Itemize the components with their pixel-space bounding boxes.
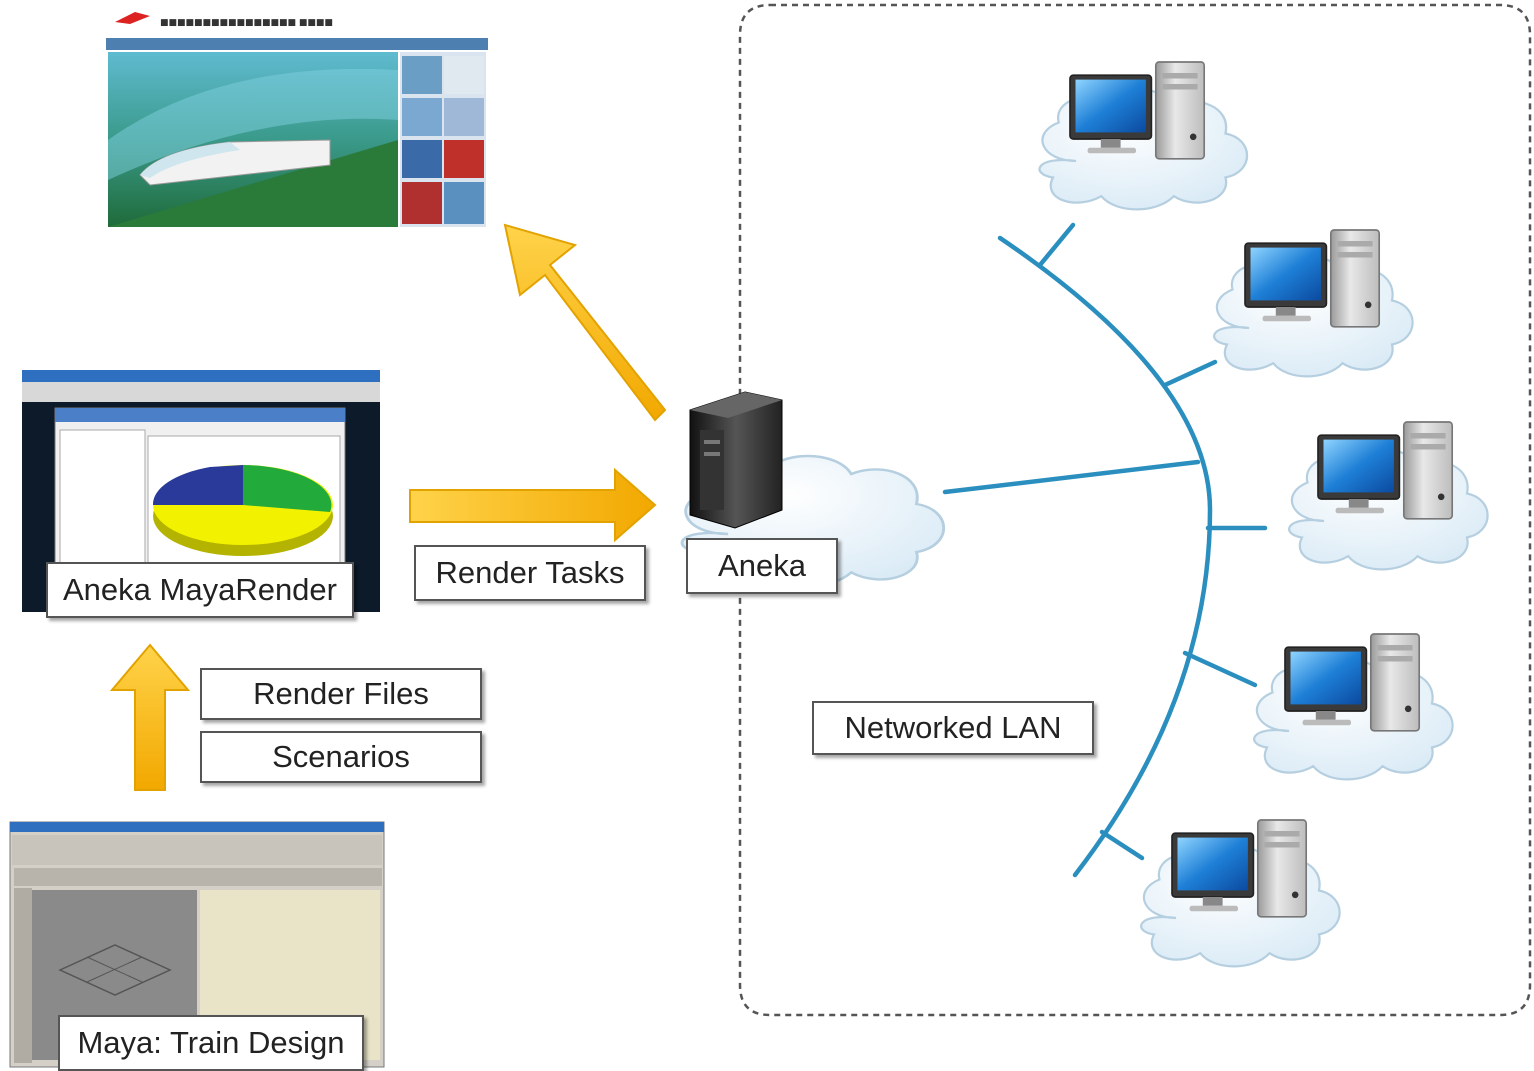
label-aneka: Aneka [686,538,838,594]
label-scenarios: Scenarios [200,731,482,783]
label-networked-lan: Networked LAN [812,701,1094,755]
workstation-1 [1038,61,1249,211]
network-boundary [738,3,1532,1017]
label-render-tasks: Render Tasks [414,545,646,601]
aneka-server-icon [689,391,783,529]
label-aneka-mayarender: Aneka MayaRender [46,562,354,618]
arrow-to-website [503,223,667,422]
workstation-3 [1288,421,1489,571]
arrow-to-aneka [409,467,657,543]
workstation-4 [1253,633,1454,781]
workstation-2 [1213,229,1414,378]
label-maya-train-design: Maya: Train Design [58,1015,364,1071]
lan-lines [942,222,1268,878]
arrow-to-mayarender [109,643,191,791]
workstation-5 [1140,819,1341,968]
label-render-files: Render Files [200,668,482,720]
train-website-screenshot: ■■■■■■■■■■■■■■■■ ■■■■ [106,8,488,230]
svg-text:■■■■■■■■■■■■■■■■ ■■■■: ■■■■■■■■■■■■■■■■ ■■■■ [160,18,333,28]
